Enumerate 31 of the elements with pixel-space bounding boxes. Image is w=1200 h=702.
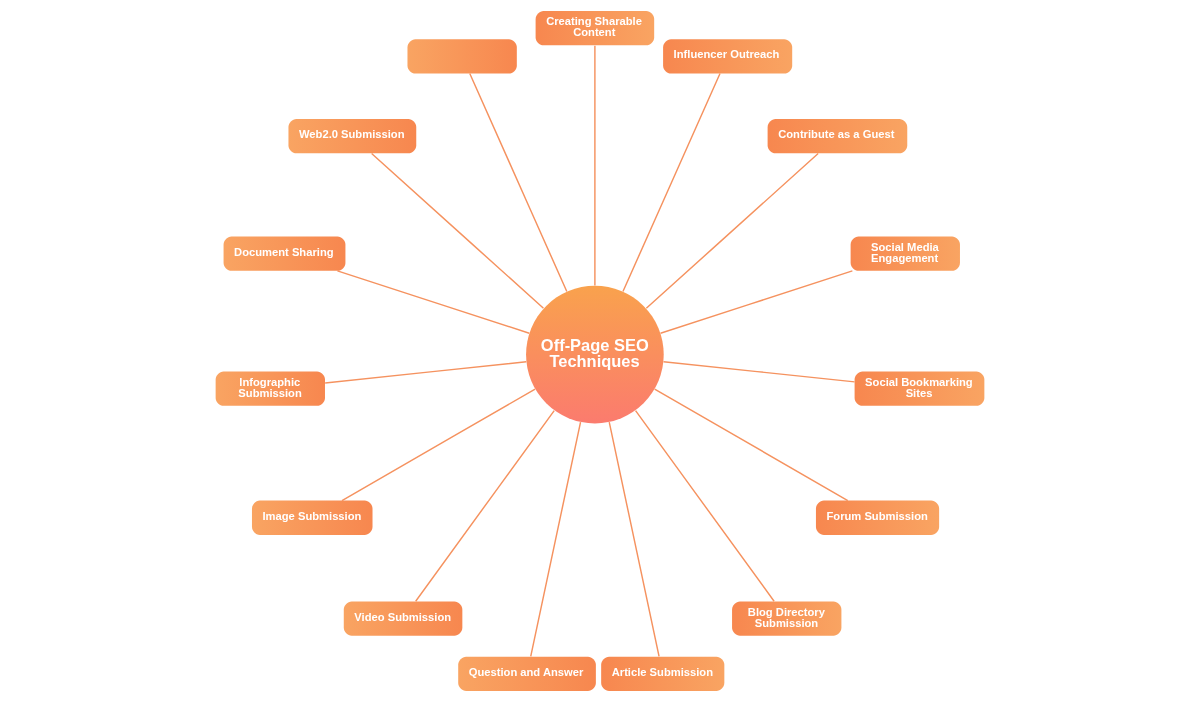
connector xyxy=(634,409,775,602)
node-box: Document Sharing xyxy=(223,236,346,271)
node-box: Creating Sharable Content xyxy=(535,11,655,46)
node-box: Blog Directory Submission xyxy=(732,601,842,636)
connector xyxy=(662,361,856,383)
connector xyxy=(608,421,660,658)
node-box: Influencer Outreach xyxy=(663,39,793,74)
node-box: Social Media Engagement xyxy=(850,236,960,271)
connector xyxy=(324,361,527,384)
connector xyxy=(622,72,721,293)
connector xyxy=(414,409,555,602)
connector xyxy=(341,388,536,502)
connector xyxy=(645,152,819,309)
node-box: Contribute as a Guest xyxy=(767,119,908,154)
connector xyxy=(370,152,545,309)
node-box: Image Submission xyxy=(251,500,373,535)
connector xyxy=(469,72,568,293)
node-box xyxy=(407,39,517,74)
node-box: Web2.0 Submission xyxy=(288,119,417,154)
node-box: Article Submission xyxy=(601,656,725,691)
connector xyxy=(594,44,596,287)
connector xyxy=(659,270,854,334)
node-box: Video Submission xyxy=(343,601,463,636)
node-box: Question and Answer xyxy=(458,656,596,691)
node-box: Social Bookmarking Sites xyxy=(854,371,985,406)
connector xyxy=(336,270,530,334)
node-circle: Off-Page SEO Techniques xyxy=(526,285,664,424)
node-box: Forum Submission xyxy=(815,500,940,535)
connector xyxy=(653,388,849,502)
connector xyxy=(530,421,582,658)
node-box: Infographic Submission xyxy=(215,371,325,406)
